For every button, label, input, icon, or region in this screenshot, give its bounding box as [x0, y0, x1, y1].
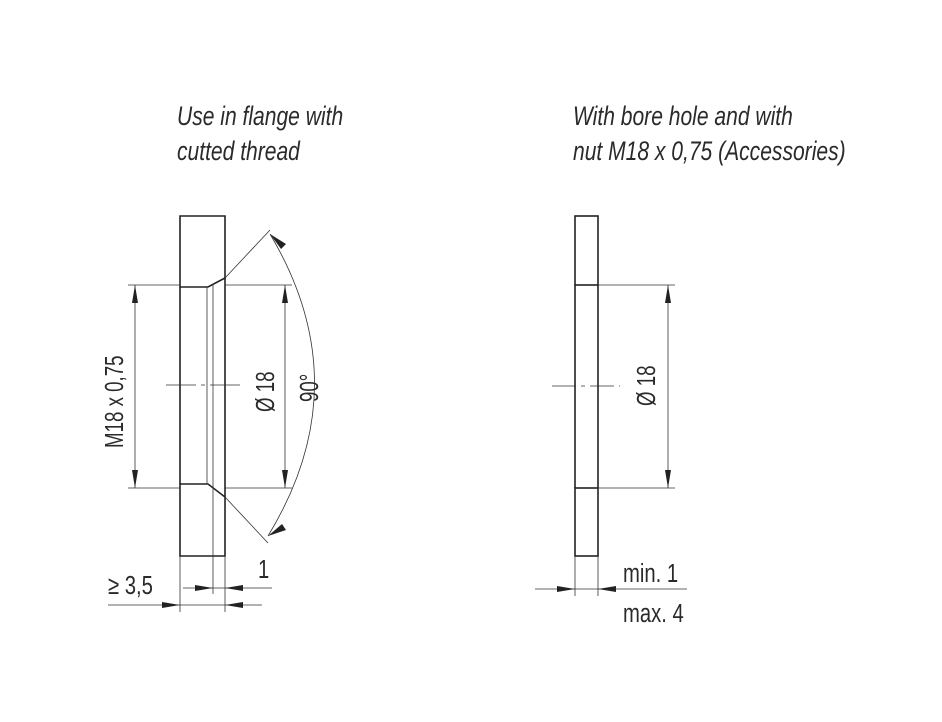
angle-label: 90° — [294, 374, 324, 402]
left-flange-section — [128, 215, 292, 557]
left-thickness-dimensions — [108, 556, 272, 612]
thread-label: M18 x 0,75 — [99, 355, 129, 448]
right-thickness-dimension — [535, 556, 687, 596]
right-flange-section — [552, 215, 675, 557]
max-thickness-label: max. 4 — [623, 599, 684, 628]
chamfer-label: 1 — [258, 555, 269, 584]
thickness-label: ≥ 3,5 — [108, 571, 153, 600]
angle-dimension — [224, 229, 315, 544]
left-title-line1: Use in flange with — [177, 102, 343, 132]
left-diameter-dimension — [282, 285, 288, 488]
right-diameter-label: Ø 18 — [631, 365, 661, 406]
right-title-line1: With bore hole and with — [573, 102, 793, 132]
left-title-line2: cutted thread — [177, 137, 301, 167]
min-thickness-label: min. 1 — [623, 559, 678, 588]
right-title-line2: nut M18 x 0,75 (Accessories) — [573, 137, 846, 167]
thread-dimension — [132, 285, 138, 488]
left-diameter-label: Ø 18 — [250, 371, 280, 412]
right-diameter-dimension — [665, 285, 671, 488]
